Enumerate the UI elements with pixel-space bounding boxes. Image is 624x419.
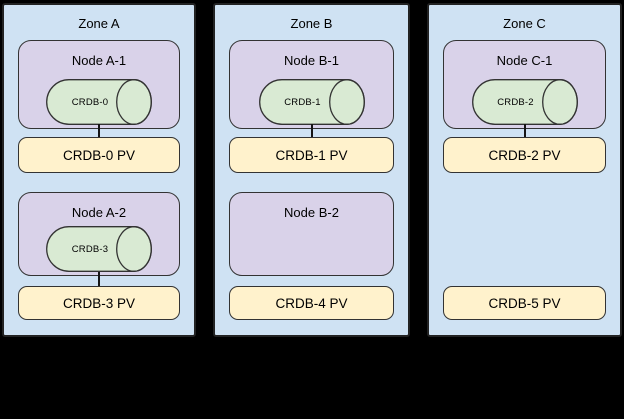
zone-a-title: Zone A xyxy=(78,16,120,31)
pv-box-crdb-4: CRDB-4 PV xyxy=(229,286,394,320)
cylinder-icon xyxy=(471,79,578,125)
node-a2-label: Node A-2 xyxy=(71,205,127,220)
pod-crdb-2-label: CRDB-2 xyxy=(497,96,534,108)
pod-crdb-1-label: CRDB-1 xyxy=(284,96,321,108)
pv-box-crdb-3: CRDB-3 PV xyxy=(18,286,180,320)
pv-box-crdb-1: CRDB-1 PV xyxy=(229,137,394,173)
zone-c: Zone C Node C-1 CRDB-2 CRDB-2 PV CRDB-5 … xyxy=(427,3,622,337)
pod-crdb-3-label: CRDB-3 xyxy=(71,243,109,255)
pv-box-crdb-5: CRDB-5 PV xyxy=(443,286,606,320)
connector-line xyxy=(523,124,526,138)
pv-box-crdb-2: CRDB-2 PV xyxy=(443,137,606,173)
connector-line xyxy=(98,124,100,138)
node-b2: Node B-2 xyxy=(229,192,394,276)
connector-line xyxy=(98,272,100,287)
node-a1: Node A-1 CRDB-0 xyxy=(18,40,180,129)
node-c1-label: Node C-1 xyxy=(496,53,553,68)
pv-crdb-4-label: CRDB-4 PV xyxy=(275,295,348,311)
zone-c-title: Zone C xyxy=(503,16,546,31)
node-a2: Node A-2 CRDB-3 xyxy=(18,192,180,276)
node-a1-label: Node A-1 xyxy=(71,53,127,68)
pod-crdb-3: CRDB-3 xyxy=(46,226,152,272)
pv-crdb-1-label: CRDB-1 PV xyxy=(275,147,348,163)
pod-crdb-0-label: CRDB-0 xyxy=(71,96,109,108)
pod-crdb-0: CRDB-0 xyxy=(46,79,152,125)
zone-b-title: Zone B xyxy=(290,16,333,31)
zone-a: Zone A Node A-1 CRDB-0 CRDB-0 PV Node A-… xyxy=(2,3,196,337)
pv-crdb-3-label: CRDB-3 PV xyxy=(62,295,135,311)
node-b1-label: Node B-1 xyxy=(284,53,339,68)
connector-line xyxy=(310,124,313,138)
cylinder-icon xyxy=(46,226,152,272)
node-b2-label: Node B-2 xyxy=(284,205,339,220)
node-c1: Node C-1 CRDB-2 xyxy=(443,40,606,129)
node-b1: Node B-1 CRDB-1 xyxy=(229,40,394,129)
pod-crdb-1: CRDB-1 xyxy=(258,79,365,125)
zone-b: Zone B Node B-1 CRDB-1 CRDB-1 PV Node B-… xyxy=(213,3,410,337)
cylinder-icon xyxy=(46,79,152,125)
cylinder-icon xyxy=(258,79,365,125)
pv-crdb-2-label: CRDB-2 PV xyxy=(488,147,561,163)
pv-crdb-5-label: CRDB-5 PV xyxy=(488,295,561,311)
pv-box-crdb-0: CRDB-0 PV xyxy=(18,137,180,173)
pod-crdb-2: CRDB-2 xyxy=(471,79,578,125)
pv-crdb-0-label: CRDB-0 PV xyxy=(62,147,135,163)
